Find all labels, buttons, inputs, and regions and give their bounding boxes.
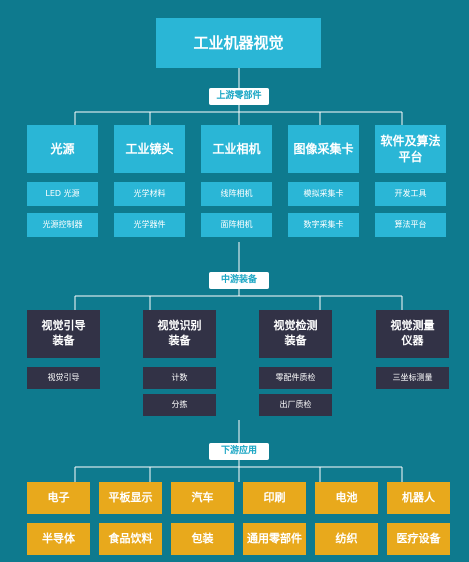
upstream-item: LED 光源 [27, 182, 98, 206]
upstream-item: 光学材料 [114, 182, 185, 206]
midstream-category: 视觉测量仪器 [376, 310, 449, 358]
upstream-item: 面阵相机 [201, 213, 272, 237]
midstream-category: 视觉引导装备 [27, 310, 100, 358]
downstream-item: 医疗设备 [387, 523, 450, 555]
upstream-item: 数字采集卡 [288, 213, 359, 237]
midstream-item: 视觉引导 [27, 367, 100, 389]
downstream-item: 包装 [171, 523, 234, 555]
upstream-item: 线阵相机 [201, 182, 272, 206]
upstream-category: 光源 [27, 125, 98, 173]
downstream-item: 食品饮料 [99, 523, 162, 555]
midstream-item: 三坐标测量 [376, 367, 449, 389]
upstream-category: 图像采集卡 [288, 125, 359, 173]
midstream-category: 视觉检测装备 [259, 310, 332, 358]
downstream-tag: 下游应用 [209, 443, 269, 460]
diagram-title: 工业机器视觉 [156, 18, 321, 68]
midstream-item: 分拣 [143, 394, 216, 416]
downstream-item: 电子 [27, 482, 90, 514]
downstream-item: 通用零部件 [243, 523, 306, 555]
midstream-category: 视觉识别装备 [143, 310, 216, 358]
downstream-item: 印刷 [243, 482, 306, 514]
midstream-item: 零配件质检 [259, 367, 332, 389]
downstream-item: 平板显示 [99, 482, 162, 514]
midstream-tag: 中游装备 [209, 272, 269, 289]
upstream-category: 工业相机 [201, 125, 272, 173]
downstream-item: 纺织 [315, 523, 378, 555]
midstream-item: 出厂质检 [259, 394, 332, 416]
midstream-item: 计数 [143, 367, 216, 389]
downstream-item: 半导体 [27, 523, 90, 555]
upstream-item: 光源控制器 [27, 213, 98, 237]
upstream-item: 算法平台 [375, 213, 446, 237]
upstream-tag: 上游零部件 [209, 88, 269, 105]
upstream-category: 软件及算法平台 [375, 125, 446, 173]
upstream-item: 开发工具 [375, 182, 446, 206]
upstream-item: 模拟采集卡 [288, 182, 359, 206]
downstream-item: 汽车 [171, 482, 234, 514]
downstream-item: 电池 [315, 482, 378, 514]
downstream-item: 机器人 [387, 482, 450, 514]
upstream-item: 光学器件 [114, 213, 185, 237]
upstream-category: 工业镜头 [114, 125, 185, 173]
